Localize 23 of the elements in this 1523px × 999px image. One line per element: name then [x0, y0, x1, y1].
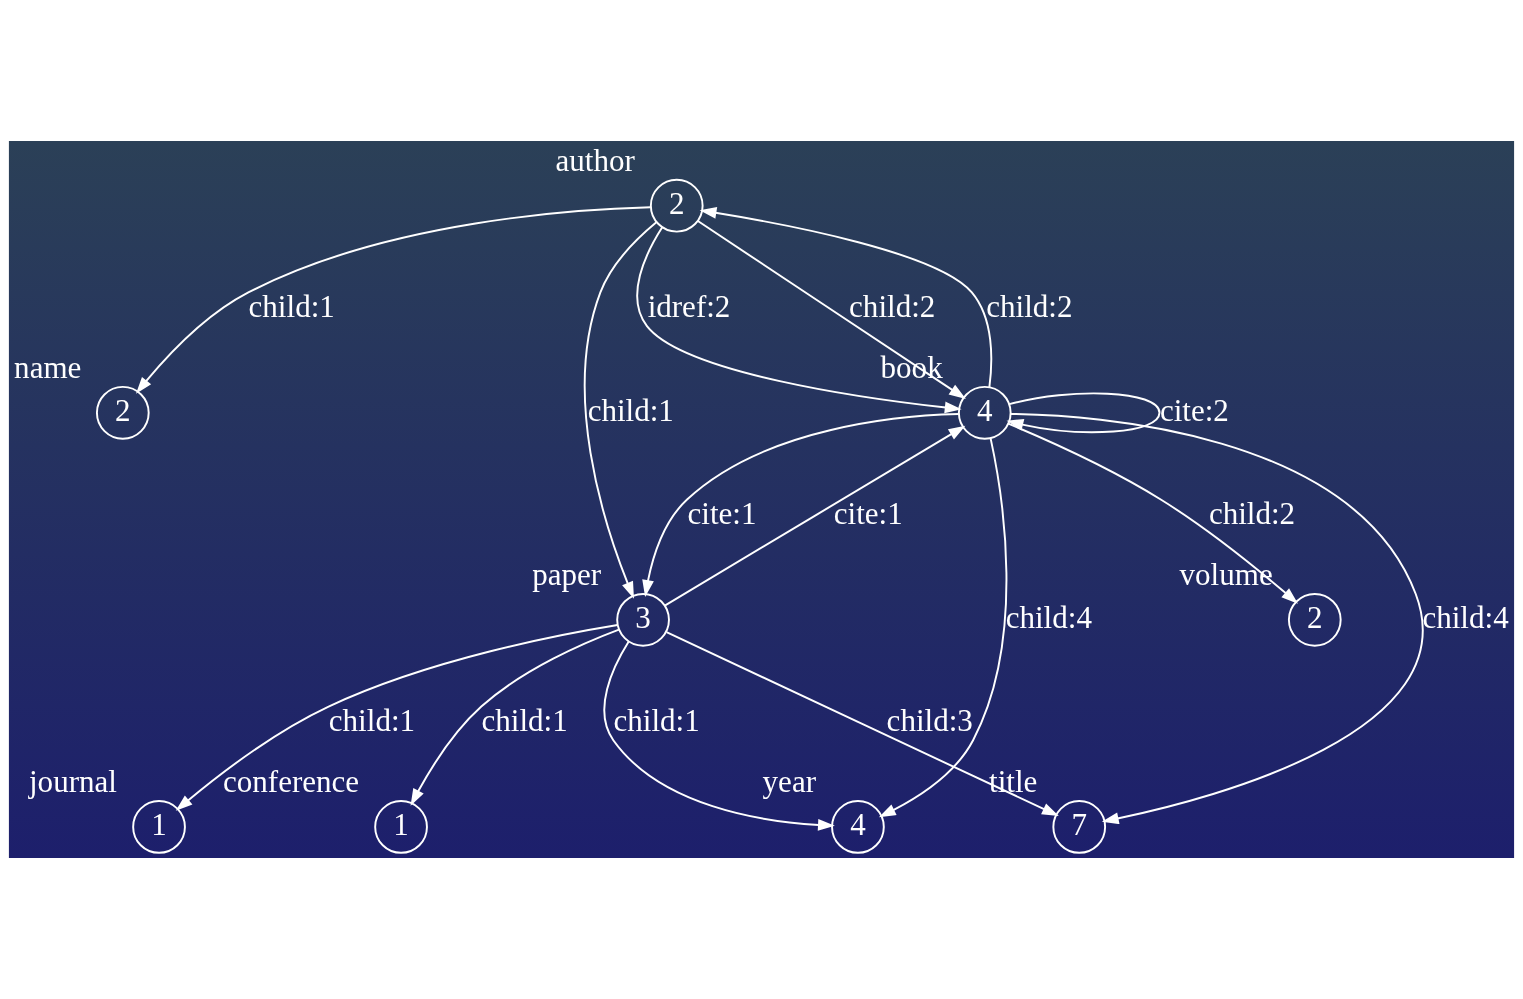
edge-label: cite:2: [1159, 392, 1229, 428]
edge-label: child:1: [587, 392, 674, 428]
edge-label: child:1: [328, 703, 416, 739]
edge-label: child:3: [886, 703, 973, 739]
edge-label: child:2: [849, 289, 936, 325]
node-label: year: [762, 764, 817, 800]
edge-label: child:1: [613, 703, 700, 739]
node-label: journal: [29, 764, 117, 800]
node-label: paper: [532, 557, 602, 593]
node-label: name: [14, 350, 82, 386]
edge-label: child:2: [1208, 496, 1296, 532]
edge-label: cite:1: [833, 496, 903, 532]
edge-label: cite:1: [687, 496, 757, 532]
edge-label: child:4: [1422, 599, 1509, 635]
edge-label: child:1: [248, 289, 335, 325]
node-label: volume: [1179, 557, 1273, 593]
edge-label: idref:2: [647, 289, 731, 325]
node-label: conference: [222, 764, 360, 800]
edge-label: child:2: [986, 289, 1073, 325]
node-label: title: [989, 764, 1038, 800]
edge-label: child:1: [481, 703, 568, 739]
edge-label: child:4: [1005, 599, 1092, 635]
node-label: author: [555, 143, 635, 179]
